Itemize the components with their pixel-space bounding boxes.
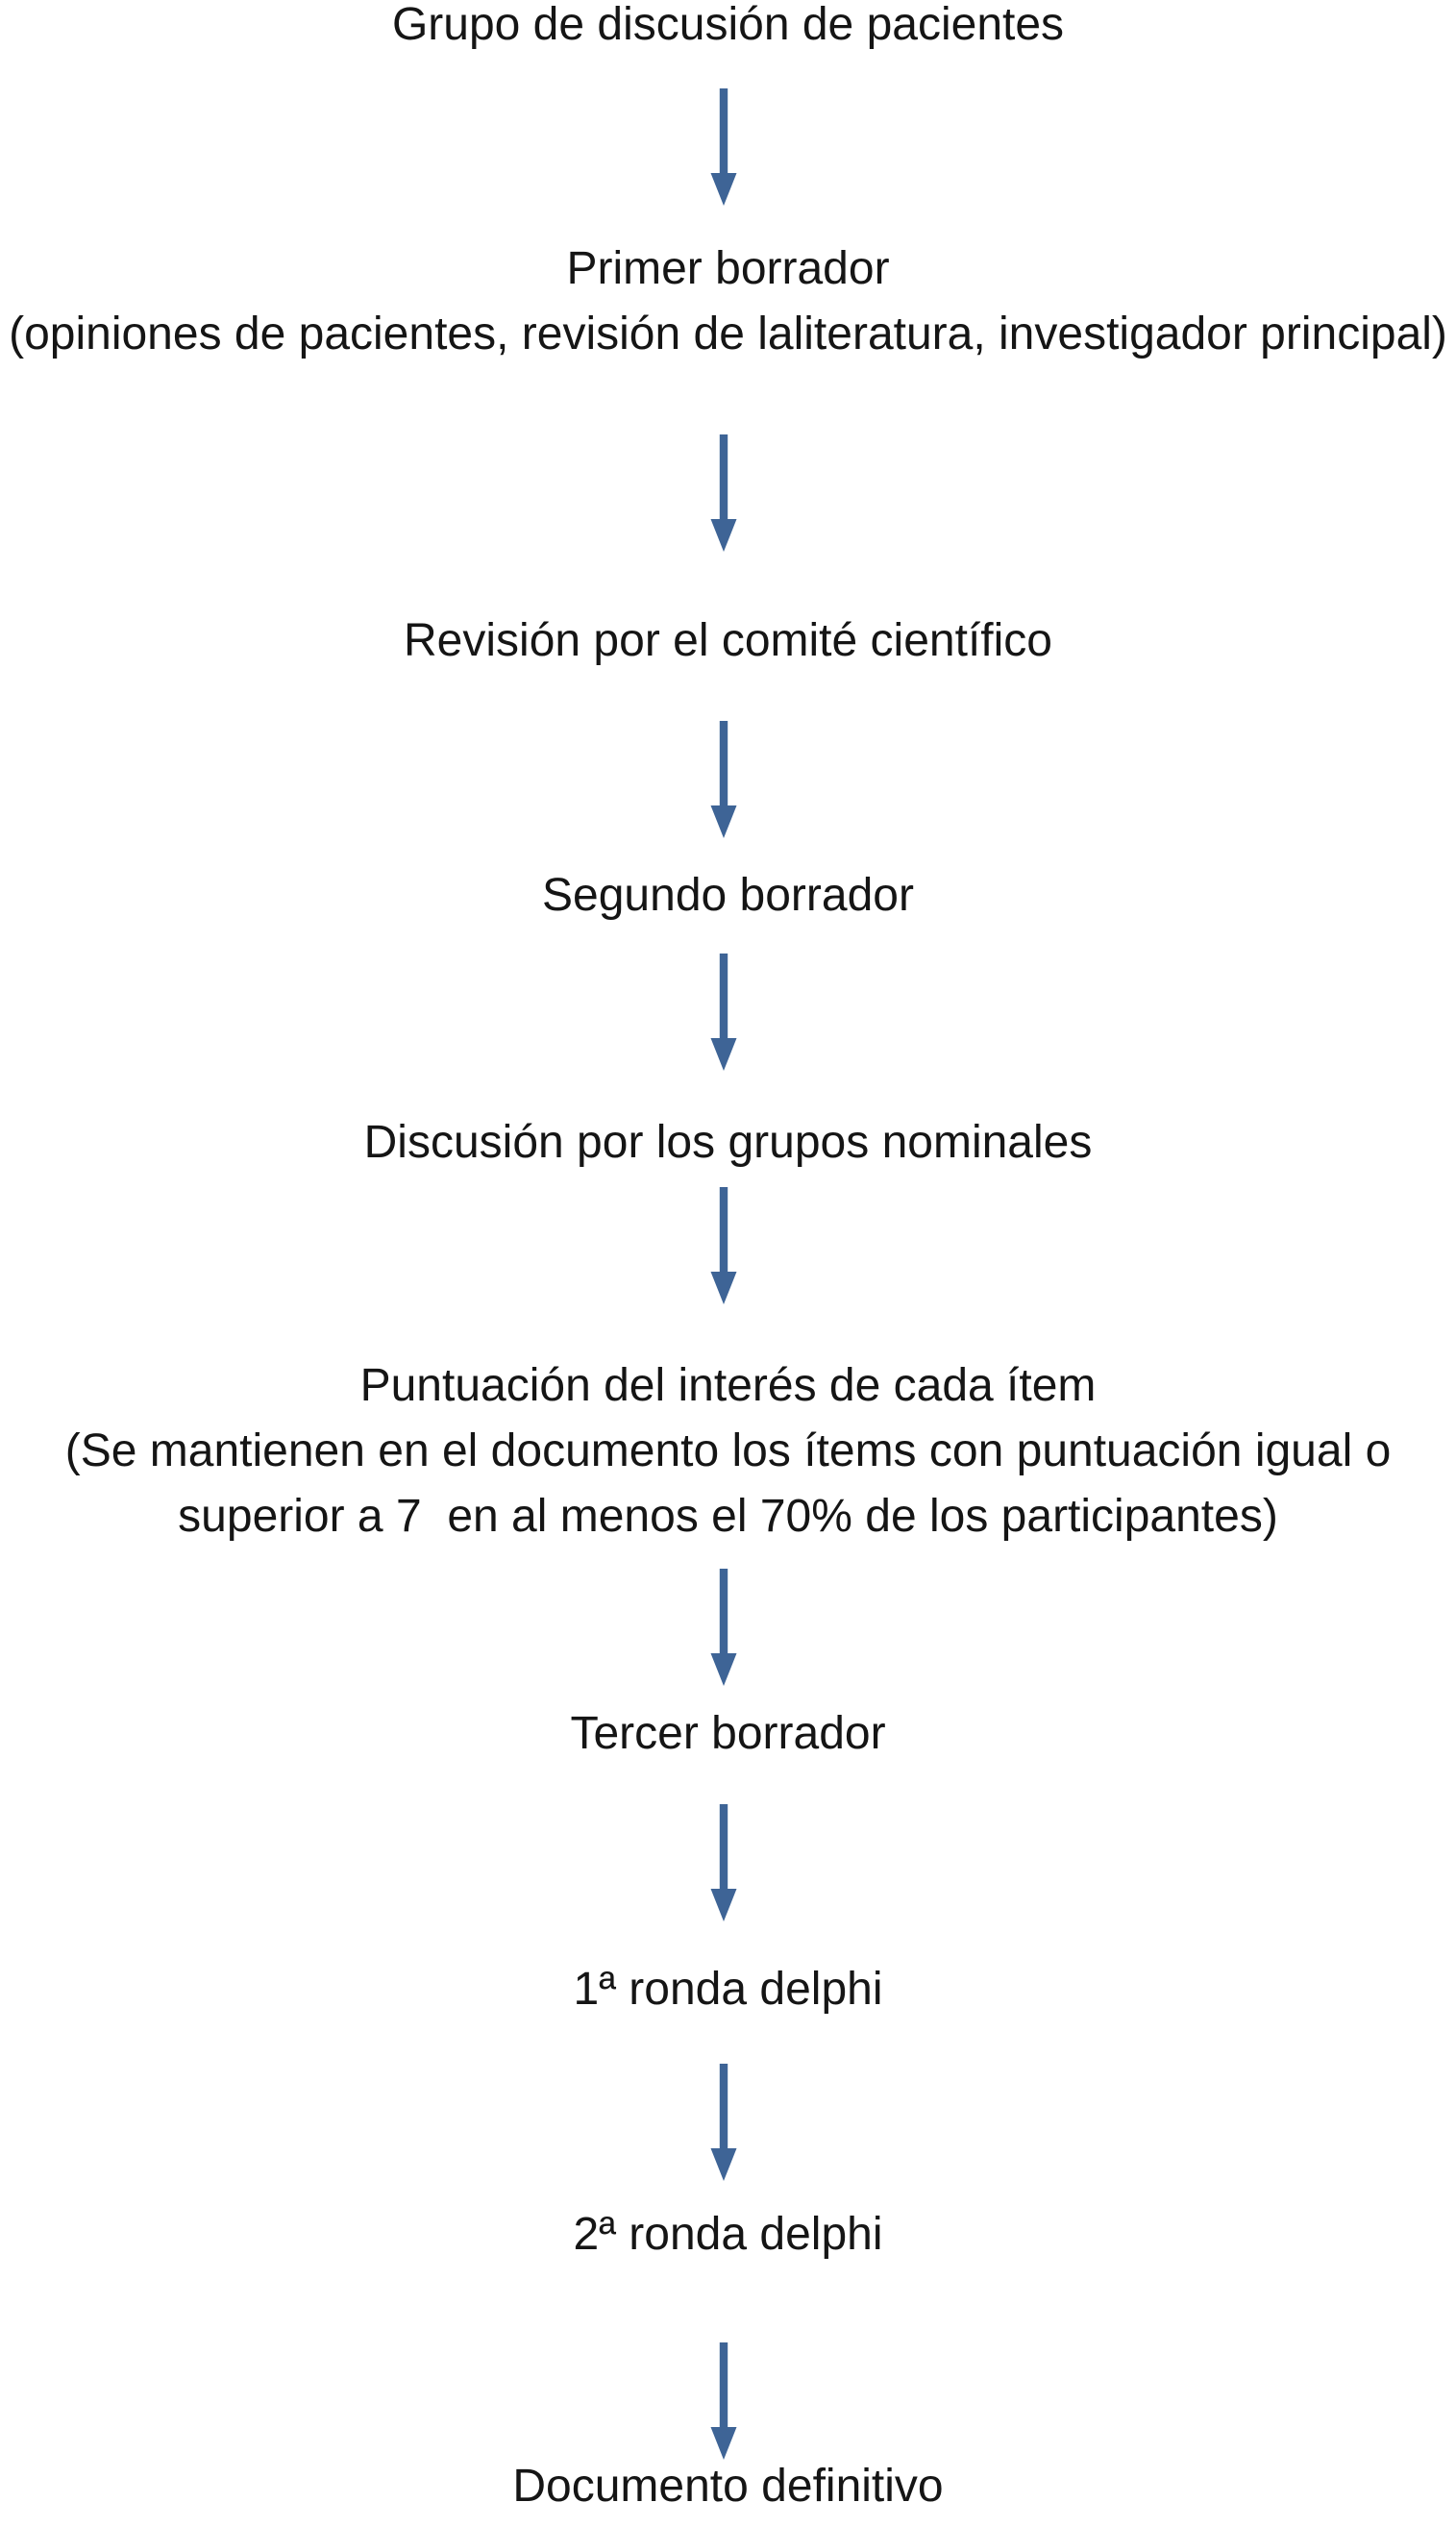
flow-step-line: Discusión por los grupos nominales bbox=[363, 1117, 1093, 1168]
flow-step-line: superior a 7 en al menos el 70% de los p… bbox=[178, 1491, 1278, 1542]
flow-step-documento-definitivo: Documento definitivo bbox=[0, 2454, 1456, 2519]
flow-step-segunda-ronda-delphi: 2ª ronda delphi bbox=[0, 2202, 1456, 2267]
down-arrow-icon bbox=[710, 954, 737, 1071]
down-arrow-icon bbox=[710, 434, 737, 552]
flow-step-discusion-grupos: Discusión por los grupos nominales bbox=[0, 1110, 1456, 1176]
flow-step-line: Segundo borrador bbox=[542, 870, 914, 921]
flow-step-revision-comite: Revisión por el comité científico bbox=[0, 608, 1456, 674]
flow-step-line: Revisión por el comité científico bbox=[404, 615, 1052, 666]
down-arrow-icon bbox=[710, 1569, 737, 1686]
flow-step-tercer-borrador: Tercer borrador bbox=[0, 1701, 1456, 1767]
flow-step-line: 2ª ronda delphi bbox=[573, 2209, 883, 2260]
down-arrow-icon bbox=[710, 1804, 737, 1921]
down-arrow-icon bbox=[710, 88, 737, 206]
flow-step-line: Primer borrador bbox=[566, 243, 890, 294]
down-arrow-icon bbox=[710, 721, 737, 838]
flow-step-line: Puntuación del interés de cada ítem bbox=[359, 1360, 1097, 1411]
flow-step-grupo-discusion: Grupo de discusión de pacientes bbox=[0, 0, 1456, 58]
down-arrow-icon bbox=[710, 2064, 737, 2181]
flow-step-line: (Se mantienen en el documento los ítems … bbox=[64, 1425, 1392, 1476]
flow-step-line: Documento definitivo bbox=[512, 2461, 944, 2512]
down-arrow-icon bbox=[710, 2342, 737, 2460]
flow-step-line: (opiniones de pacientes, revisión de lal… bbox=[9, 309, 1447, 359]
flow-step-primera-ronda-delphi: 1ª ronda delphi bbox=[0, 1957, 1456, 2022]
flow-step-line: 1ª ronda delphi bbox=[573, 1964, 883, 2015]
flow-step-puntuacion-items: Puntuación del interés de cada ítem (Se … bbox=[0, 1353, 1456, 1549]
flow-step-primer-borrador: Primer borrador (opiniones de pacientes,… bbox=[0, 236, 1456, 367]
down-arrow-icon bbox=[710, 1187, 737, 1304]
flow-step-line: Grupo de discusión de pacientes bbox=[391, 0, 1065, 50]
flow-step-line: Tercer borrador bbox=[570, 1708, 886, 1759]
flow-step-segundo-borrador: Segundo borrador bbox=[0, 863, 1456, 929]
